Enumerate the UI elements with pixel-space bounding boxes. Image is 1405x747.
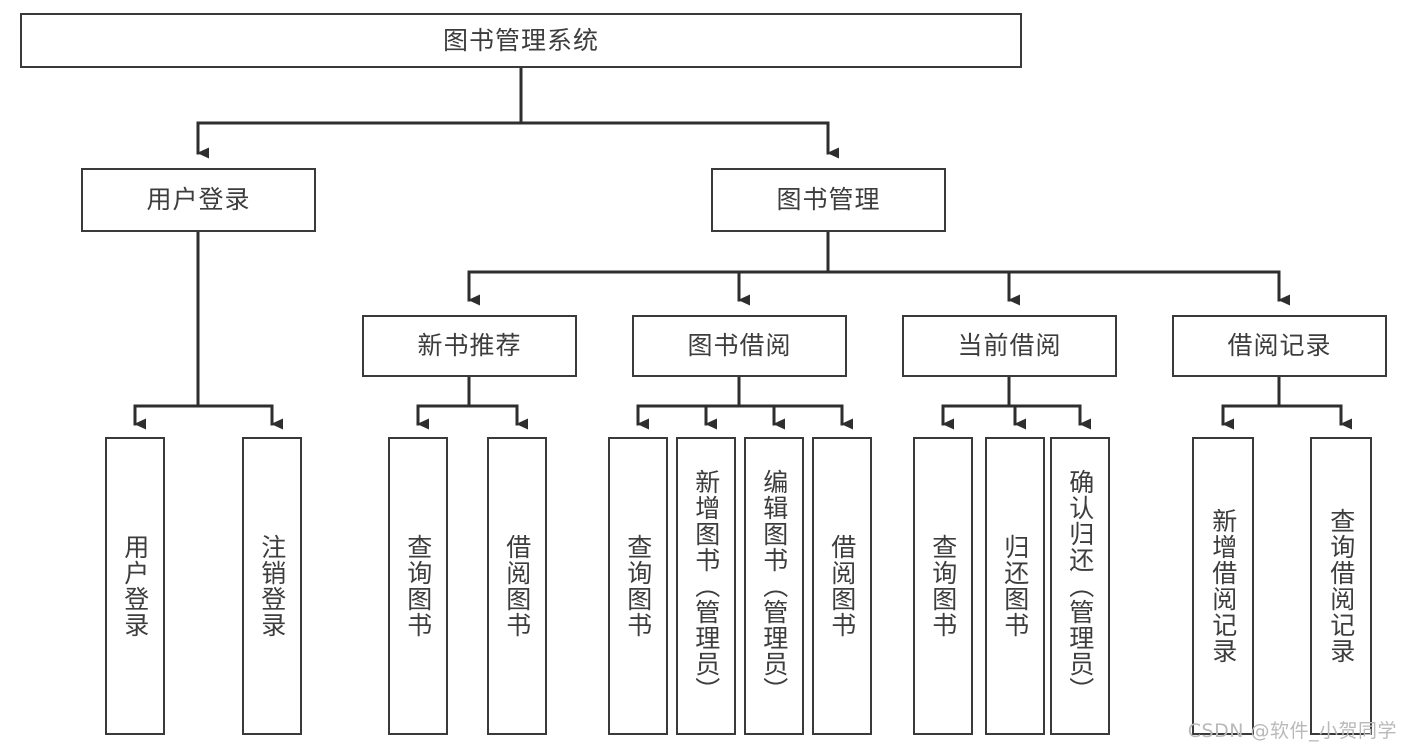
node-current-borrow-label: 当前借阅 [957,331,1062,361]
leaf-query-book-borrow[interactable]: 查询图书 [608,437,668,735]
node-book-borrow-label: 图书借阅 [687,331,792,361]
node-root-label: 图书管理系统 [442,25,599,55]
edges-bookborrow-to-leaves [636,375,853,430]
leaf-edit-book[interactable]: 编辑图书（管理员） [744,437,804,735]
edges-newbook-to-leaves [416,375,528,430]
leaf-add-book-label: 新增图书（管理员） [691,469,721,703]
edges-booksmanage-to-level3 [467,230,1290,306]
leaf-return-book-label: 归还图书 [1000,534,1030,638]
leaf-logout[interactable]: 注销登录 [242,437,302,735]
leaf-borrow-book-recommend-label: 借阅图书 [502,534,532,638]
node-root[interactable]: 图书管理系统 [20,13,1022,68]
leaf-query-book-recommend[interactable]: 查询图书 [388,437,448,735]
leaf-edit-book-label: 编辑图书（管理员） [759,469,789,703]
leaf-query-book-recommend-label: 查询图书 [403,534,433,638]
leaf-borrow-book-label: 借阅图书 [827,534,857,638]
edges-userlogin-to-leaves [133,230,283,430]
node-book-borrow[interactable]: 图书借阅 [632,315,847,377]
node-book-manage[interactable]: 图书管理 [711,168,946,232]
leaf-add-borrow-record[interactable]: 新增借阅记录 [1192,437,1254,735]
edges-root-to-level2 [196,66,839,159]
node-book-manage-label: 图书管理 [776,185,881,215]
edges-currentborrow-to-leaves [941,375,1091,430]
leaf-borrow-book[interactable]: 借阅图书 [812,437,872,735]
node-user-login[interactable]: 用户登录 [81,168,316,232]
leaf-query-book-current[interactable]: 查询图书 [913,437,973,735]
leaf-add-borrow-record-label: 新增借阅记录 [1208,508,1238,664]
leaf-borrow-book-recommend[interactable]: 借阅图书 [487,437,547,735]
edges-borrowrecord-to-leaves [1221,375,1352,430]
node-new-book-recommend[interactable]: 新书推荐 [362,315,577,377]
leaf-return-book[interactable]: 归还图书 [985,437,1045,735]
node-borrow-record-label: 借阅记录 [1227,331,1332,361]
leaf-add-book[interactable]: 新增图书（管理员） [676,437,736,735]
watermark: CSDN @软件_小贺同学 [1187,720,1397,742]
node-new-book-recommend-label: 新书推荐 [417,331,522,361]
node-borrow-record[interactable]: 借阅记录 [1172,315,1387,377]
leaf-confirm-return-label: 确认归还（管理员） [1065,469,1095,703]
leaf-query-book-current-label: 查询图书 [928,534,958,638]
leaf-user-login[interactable]: 用户登录 [105,437,165,735]
node-current-borrow[interactable]: 当前借阅 [902,315,1117,377]
leaf-confirm-return[interactable]: 确认归还（管理员） [1050,437,1110,735]
leaf-query-borrow-record[interactable]: 查询借阅记录 [1310,437,1372,735]
node-user-login-label: 用户登录 [146,185,251,215]
leaf-user-login-label: 用户登录 [120,534,150,638]
leaf-query-borrow-record-label: 查询借阅记录 [1326,508,1356,664]
leaf-query-book-borrow-label: 查询图书 [623,534,653,638]
leaf-logout-label: 注销登录 [257,534,287,638]
